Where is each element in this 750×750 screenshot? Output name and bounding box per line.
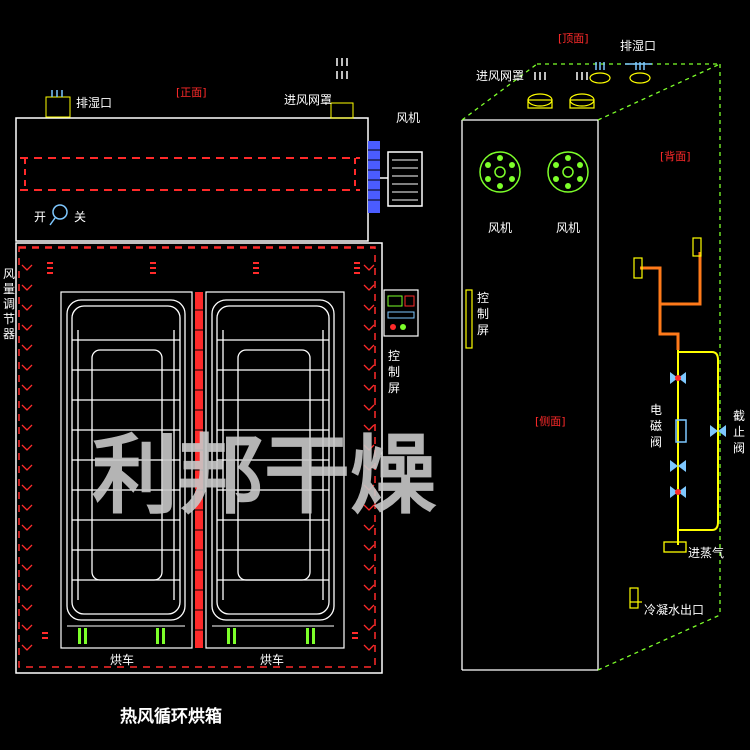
side-view: [顶面] 排湿口 进风网罩 [背面] [侧面] — [461, 32, 745, 671]
air-channel-right — [363, 264, 375, 651]
svg-text:阀: 阀 — [733, 441, 745, 455]
fan-icon-left — [479, 151, 521, 193]
hot-air-path — [18, 246, 376, 668]
stop-valve-label: 截 止 阀 — [733, 409, 745, 455]
svg-text:屏: 屏 — [477, 323, 489, 337]
fan-icon-right — [547, 151, 589, 193]
solenoid-valve-label: 电 磁 阀 — [650, 403, 662, 449]
air-channel-left — [21, 264, 33, 651]
svg-text:截: 截 — [733, 409, 745, 423]
top-intake-hoods — [527, 72, 595, 109]
condensate-outlet — [629, 587, 639, 609]
control-panel — [383, 289, 419, 337]
svg-text:屏: 屏 — [388, 381, 400, 395]
intake-label: 进风网罩 — [284, 93, 332, 107]
intake-hood — [330, 102, 354, 119]
top-exhaust-ports — [589, 62, 652, 84]
front-top-housing — [15, 117, 369, 242]
fan-motor — [387, 151, 423, 207]
cart-left-label: 烘车 — [110, 652, 134, 667]
svg-text:电: 电 — [650, 403, 662, 417]
side-fan-left-label: 风机 — [488, 221, 512, 235]
exhaust-port — [45, 96, 71, 118]
side-intake-label: 进风网罩 — [476, 69, 524, 83]
svg-text:量: 量 — [3, 282, 15, 296]
steam-pipe — [640, 252, 702, 350]
svg-text:控: 控 — [388, 349, 400, 363]
svg-text:风: 风 — [3, 267, 15, 281]
svg-text:节: 节 — [3, 312, 15, 326]
side-exhaust-label: 排湿口 — [620, 38, 656, 53]
cart-frame-right — [205, 291, 345, 649]
cart-right-label: 烘车 — [260, 652, 284, 667]
drying-cart-right — [211, 299, 335, 621]
front-view-tag: [正面] — [176, 86, 207, 99]
fan-label: 风机 — [396, 111, 420, 125]
side-view-tag: [侧面] — [535, 415, 566, 428]
diagram-title: 热风循环烘箱 — [120, 706, 222, 727]
svg-text:调: 调 — [3, 297, 15, 311]
steam-in-label: 进蒸气 — [688, 545, 724, 560]
side-control-screen — [465, 289, 473, 349]
svg-text:制: 制 — [477, 307, 489, 321]
switch-on-label: 开 — [34, 210, 46, 224]
cart-frame-left — [60, 291, 193, 649]
back-view-tag: [背面] — [660, 149, 691, 163]
exhaust-label: 排湿口 — [76, 95, 112, 110]
side-fan-right-label: 风机 — [556, 221, 580, 235]
condensate-label: 冷凝水出口 — [644, 602, 704, 617]
air-regulator-label: 风 量 调 节 器 — [3, 267, 15, 341]
front-body — [15, 242, 383, 674]
svg-text:磁: 磁 — [650, 418, 662, 433]
solenoid-valve-icon — [670, 372, 687, 498]
drying-cart-left — [66, 299, 186, 621]
cart-wheels — [78, 628, 315, 644]
svg-text:止: 止 — [733, 425, 745, 439]
fan-housing — [368, 141, 380, 213]
svg-text:器: 器 — [3, 327, 15, 341]
stop-valve-icon — [710, 425, 726, 437]
control-screen-label: 控 制 屏 — [388, 349, 400, 395]
svg-text:制: 制 — [388, 365, 400, 379]
switch-knob — [52, 204, 68, 220]
top-view-tag: [顶面] — [558, 32, 589, 45]
front-view: 排湿口 [正面] 进风网罩 风机 开 关 — [3, 58, 423, 674]
watermark: 利邦干燥 — [92, 425, 437, 526]
side-control-screen-label: 控 制 屏 — [477, 291, 489, 337]
svg-text:阀: 阀 — [650, 435, 662, 449]
steam-line — [663, 350, 719, 553]
switch-off-label: 关 — [74, 210, 86, 224]
svg-text:控: 控 — [477, 291, 489, 305]
